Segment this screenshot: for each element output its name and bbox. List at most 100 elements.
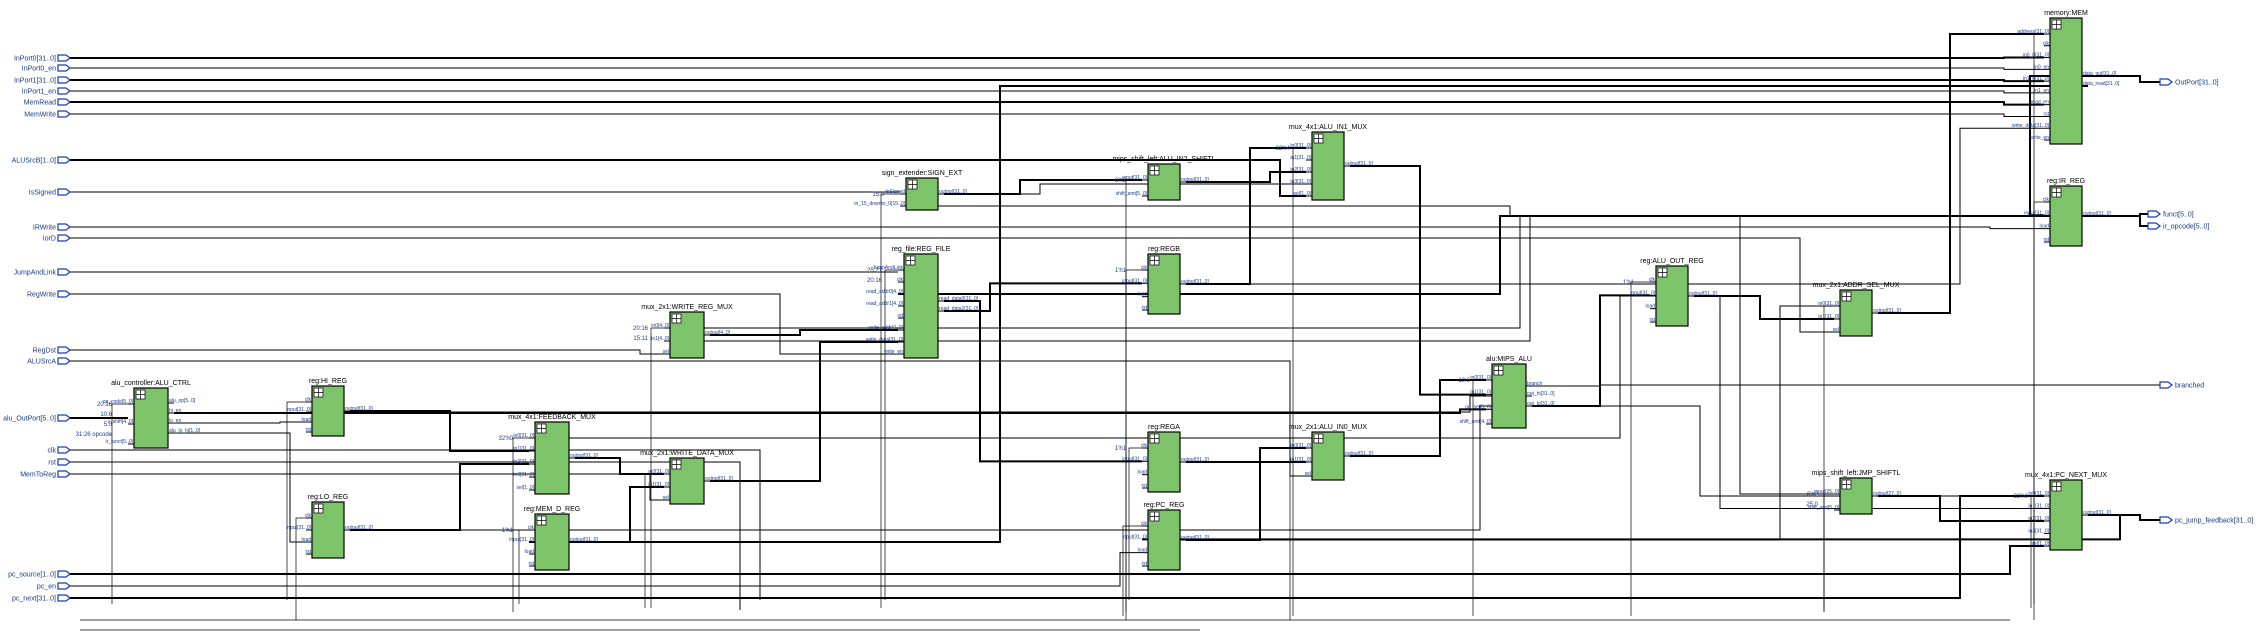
output-port-label: funct[5..0] xyxy=(2163,212,2194,219)
block-title: mux_2x1:WRITE_DATA_MUX xyxy=(640,450,734,457)
constant-label: 6'h2 xyxy=(1115,178,1127,184)
block-output-pin-label: alu_op[5..0] xyxy=(169,398,196,404)
wire xyxy=(70,360,1306,477)
input-port-arrow-icon xyxy=(57,470,71,478)
wire xyxy=(1739,215,2088,495)
block-input-pin-label: op_code[5..0] xyxy=(103,399,134,405)
wire xyxy=(70,226,2044,230)
block-symbol-icon xyxy=(905,255,916,266)
input-port-arrow-icon xyxy=(57,64,71,72)
block-input-pin-label: load xyxy=(525,549,535,555)
input-port-label: pc_source[1..0] xyxy=(8,572,56,579)
wire xyxy=(898,215,2088,295)
wire xyxy=(512,437,529,612)
constant-label: 10:6 xyxy=(1458,378,1470,384)
block-input-pin-label: in0[31..0] xyxy=(1818,301,1839,307)
block-title: mux_4x1:PC_NEXT_MUX xyxy=(2025,472,2107,479)
block-output-pin-label: lo_en xyxy=(169,418,181,424)
block-addr-sel-mux: mux_2x1:ADDR_SEL_MUXin0[31..0]in1[31..0]… xyxy=(1813,282,1901,337)
output-port-arrow-icon xyxy=(2159,516,2173,524)
input-port-label: RegWrite xyxy=(27,292,56,299)
wire xyxy=(70,237,1834,333)
wire xyxy=(575,457,664,475)
block-mips-alu: alu:MIPS_ALUin0[31..0]in1[31..0]op_sel[5… xyxy=(1458,356,1555,429)
constant-label: 32'h4 xyxy=(1276,146,1291,152)
constant-label: 1'h1 xyxy=(1115,268,1127,274)
input-port: pc_source[1..0] xyxy=(8,570,71,579)
block-output-pin-label: output[31..0] xyxy=(2083,510,2111,516)
wire xyxy=(70,349,664,355)
block-input-pin-label: in3[31..0] xyxy=(2028,529,2049,535)
block-title: sign_extender:SIGN_EXT xyxy=(882,170,963,177)
wire xyxy=(1186,147,1306,285)
block-input-pin-label: rst xyxy=(1141,483,1147,489)
block-input-pin-label: clk xyxy=(2043,41,2050,47)
block-input-pin-label: in1[31..0] xyxy=(1470,390,1491,396)
input-port-label: InPort0_en xyxy=(22,66,56,73)
output-port: OutPort[31..0] xyxy=(2159,78,2219,87)
constant-label: 20:16 xyxy=(867,278,883,284)
output-ports: OutPort[31..0]funct[5..0]ir_opcode[5..0]… xyxy=(2147,78,2253,525)
block-input-pin-label: input[31..0] xyxy=(286,407,311,413)
block-symbol-icon xyxy=(907,179,918,190)
wire xyxy=(174,432,306,543)
block-symbol-icon xyxy=(2051,187,2062,198)
block-input-pin-label: address[31..0] xyxy=(2017,29,2049,35)
wire xyxy=(70,67,2044,70)
block-symbol-icon xyxy=(1313,433,1324,444)
input-port: ALUSrcA xyxy=(27,357,71,366)
block-input-pin-label: input[31..0] xyxy=(1122,456,1147,462)
wire xyxy=(1289,447,1306,620)
input-port-label: clk xyxy=(47,448,56,455)
block-symbol-icon xyxy=(313,503,324,514)
input-port-arrow-icon xyxy=(57,76,71,84)
block-title: mips_shift_left:ALU_IN2_SHIFTL xyxy=(1112,156,1215,163)
constant-label: 5:0 xyxy=(104,422,113,428)
block-reg-file: reg_file:REG_FILEJumpAndLinkclkread_addr… xyxy=(866,246,979,359)
block-input-pin-label: in0[31..0] xyxy=(513,433,534,439)
wire xyxy=(1350,165,1486,396)
input-port-arrow-icon xyxy=(57,188,71,196)
input-port: RegWrite xyxy=(27,290,71,299)
wire xyxy=(1532,294,1650,407)
input-port-arrow-icon xyxy=(57,156,71,164)
block-output-pin-label: read_data1[31..0] xyxy=(939,306,979,312)
wire xyxy=(1694,295,2044,509)
input-port: pc_en xyxy=(37,582,71,591)
wire xyxy=(1694,295,1834,320)
constant-label: 32'h0 xyxy=(499,436,514,442)
block-input-pin-label: in2[31..0] xyxy=(2028,516,2049,522)
block-input-pin-label: sel[1..0] xyxy=(516,485,534,491)
input-port-arrow-icon xyxy=(57,268,71,276)
block-symbol-icon xyxy=(135,389,146,400)
block-alu-in0-mux: mux_2x1:ALU_IN0_MUXin0[31..0]in1[31..0]s… xyxy=(1289,424,1373,481)
block-rega: reg:REGAclkinput[31..0]loadrstoutput[31.… xyxy=(1115,424,1209,493)
input-port: MemToReg xyxy=(20,470,71,479)
input-port: IRWrite xyxy=(33,223,71,232)
block-input-pin-label: clk xyxy=(305,513,312,519)
block-title: reg:HI_REG xyxy=(309,378,347,385)
input-port-label: IorD xyxy=(43,236,56,243)
block-input-pin-label: rst xyxy=(305,549,311,555)
block-input-pin-label: in0[31..0] xyxy=(1290,443,1311,449)
output-port-arrow-icon xyxy=(2147,222,2161,230)
block-output-pin-label: output[31..0] xyxy=(570,537,598,543)
wire xyxy=(1878,33,2044,314)
wire xyxy=(1532,384,2160,387)
output-port-label: OutPort[31..0] xyxy=(2175,80,2219,87)
output-port-label: branched xyxy=(2175,383,2204,390)
wire xyxy=(295,517,306,620)
input-port: IorD xyxy=(43,234,71,243)
constant-label: 6'h2 xyxy=(1807,492,1819,498)
wire xyxy=(1122,525,1142,616)
block-symbol-icon xyxy=(536,423,547,434)
wire xyxy=(1472,379,1486,616)
block-input-pin-label: in1[4..0] xyxy=(651,336,669,342)
block-alu-in1-mux: mux_4x1:ALU_IN1_MUXin0[31..0]in1[31..0]i… xyxy=(1276,124,1373,201)
block-title: alu_controller:ALU_CTRL xyxy=(111,380,191,387)
wire xyxy=(518,529,529,604)
wire xyxy=(650,327,664,608)
block-alu-out-reg: reg:ALU_OUT_REGclkinput[31..0]loadrstout… xyxy=(1623,258,1717,327)
block-input-pin-label: input[31..0] xyxy=(2024,210,2049,216)
wire xyxy=(350,410,529,452)
